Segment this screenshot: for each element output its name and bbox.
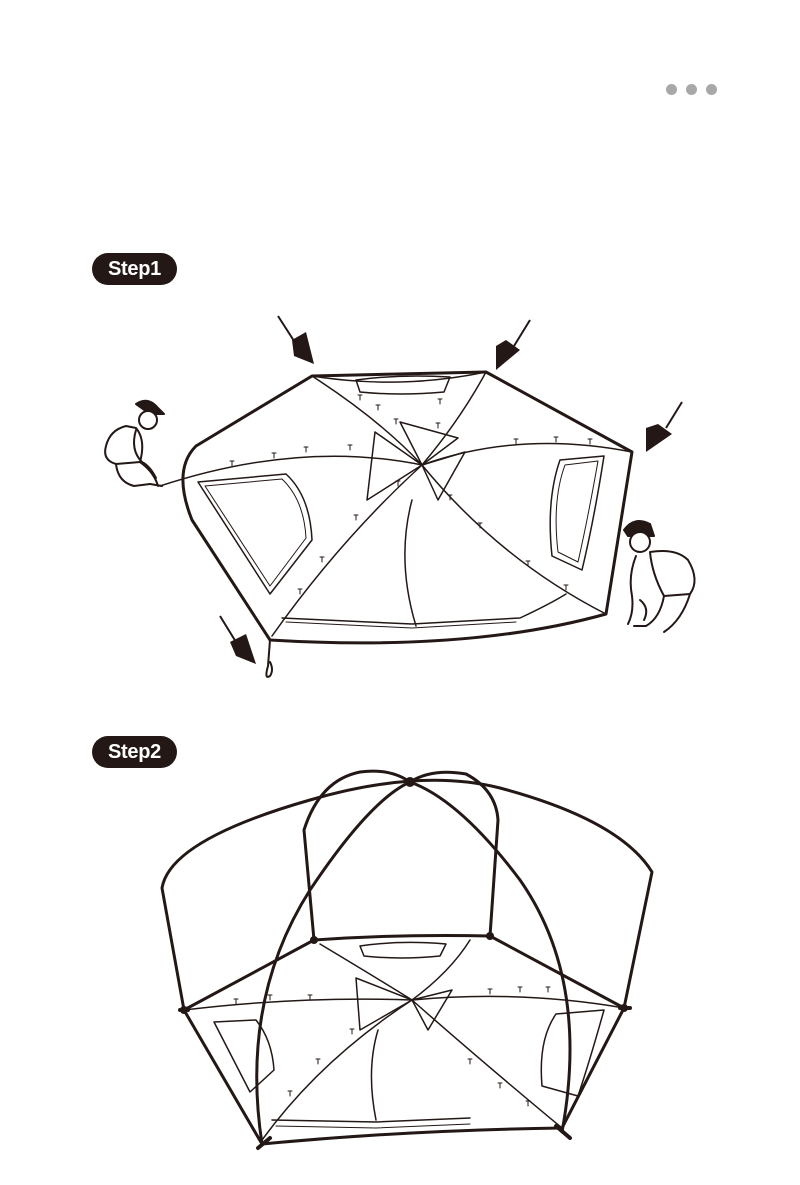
arrow-down-icon xyxy=(277,315,314,364)
more-dots-icon xyxy=(686,84,697,95)
pole-arc xyxy=(160,778,654,1012)
more-dots-icon xyxy=(706,84,717,95)
arrow-down-icon xyxy=(496,319,531,370)
arrow-down-icon xyxy=(219,615,256,664)
person-crouching-right xyxy=(623,520,696,633)
tent-outline xyxy=(181,370,634,645)
person-crouching-left xyxy=(104,399,165,487)
step2-badge: Step2 xyxy=(92,736,177,768)
arrow-down-icon xyxy=(646,401,683,452)
more-dots-icon xyxy=(666,84,677,95)
tent-base xyxy=(182,934,626,1146)
more-menu-button[interactable] xyxy=(666,84,717,95)
step1-badge: Step1 xyxy=(92,253,177,285)
corner-arrows xyxy=(219,315,683,664)
